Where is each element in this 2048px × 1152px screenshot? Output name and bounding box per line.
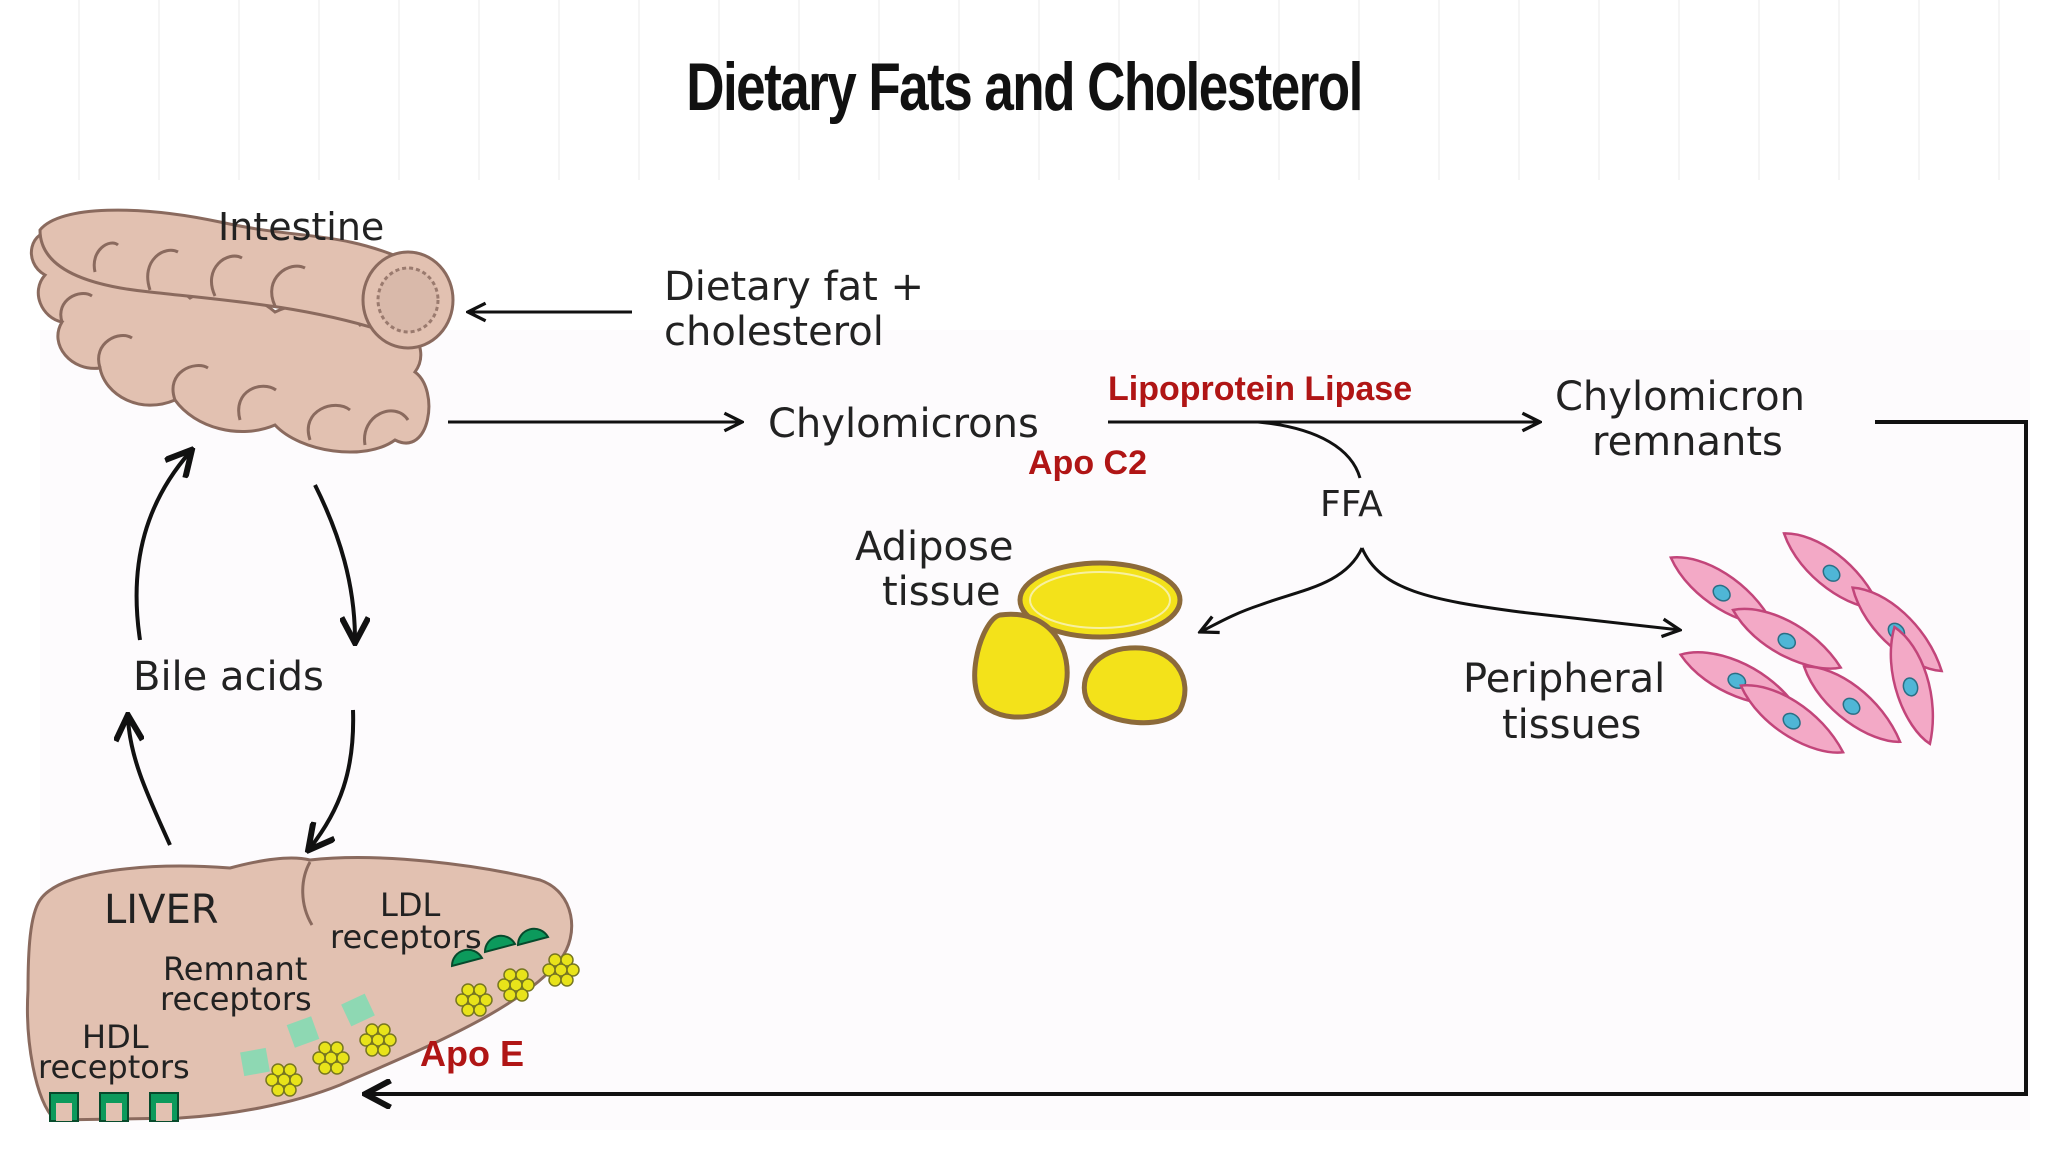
bile-acids-label: Bile acids	[133, 654, 324, 700]
apo-e-label: Apo E	[420, 1033, 524, 1074]
peripheral-cells-illustration	[1661, 517, 1954, 769]
hdl-receptors-label-line2: receptors	[38, 1048, 190, 1086]
ffa-to-adipose-arrow	[1200, 547, 1364, 632]
ldl-receptors-label-line2: receptors	[330, 918, 482, 956]
chylomicrons-label: Chylomicrons	[768, 401, 1039, 447]
chylomicron-remnants-label-line2: remnants	[1592, 419, 1783, 465]
remnant-receptors-label-line1: Remnant	[163, 950, 307, 988]
page-title: Dietary Fats and Cholesterol	[686, 49, 1363, 125]
dietary-fat-label: Dietary fat +	[664, 264, 924, 310]
ldl-receptors-label-line1: LDL	[380, 886, 440, 924]
remnants-to-liver-arrow	[368, 420, 2028, 1094]
intestine-label: Intestine	[218, 205, 384, 249]
intestine-illustration	[29, 208, 455, 454]
adipose-cells-illustration	[972, 560, 1188, 726]
adipose-label-line1: Adipose	[855, 524, 1013, 570]
bile-to-liver-arrow	[310, 709, 356, 848]
chylomicron-remnants-label-line1: Chylomicron	[1555, 374, 1805, 420]
intestine-to-bile-arrow	[313, 484, 355, 640]
peripheral-label-line1: Peripheral	[1463, 656, 1665, 702]
remnant-receptors-label-line2: receptors	[160, 980, 312, 1018]
lipoprotein-lipase-label: Lipoprotein Lipase	[1108, 370, 1412, 408]
liver-to-bile-arrow	[128, 718, 172, 846]
peripheral-label-line2: tissues	[1502, 702, 1641, 748]
adipose-label-line2: tissue	[882, 569, 1000, 615]
liver-label: LIVER	[104, 887, 219, 933]
liver-illustration	[26, 856, 580, 1122]
ffa-label: FFA	[1320, 484, 1383, 525]
ffa-to-peripheral-arrow	[1360, 547, 1680, 630]
hdl-receptors-label-line1: HDL	[82, 1018, 149, 1056]
ffa-release-curve	[1257, 420, 1362, 479]
bile-to-intestine-arrow	[134, 452, 190, 641]
cholesterol-label: cholesterol	[664, 309, 884, 355]
header-background	[0, 0, 2048, 180]
apo-c2-label: Apo C2	[1028, 444, 1147, 482]
